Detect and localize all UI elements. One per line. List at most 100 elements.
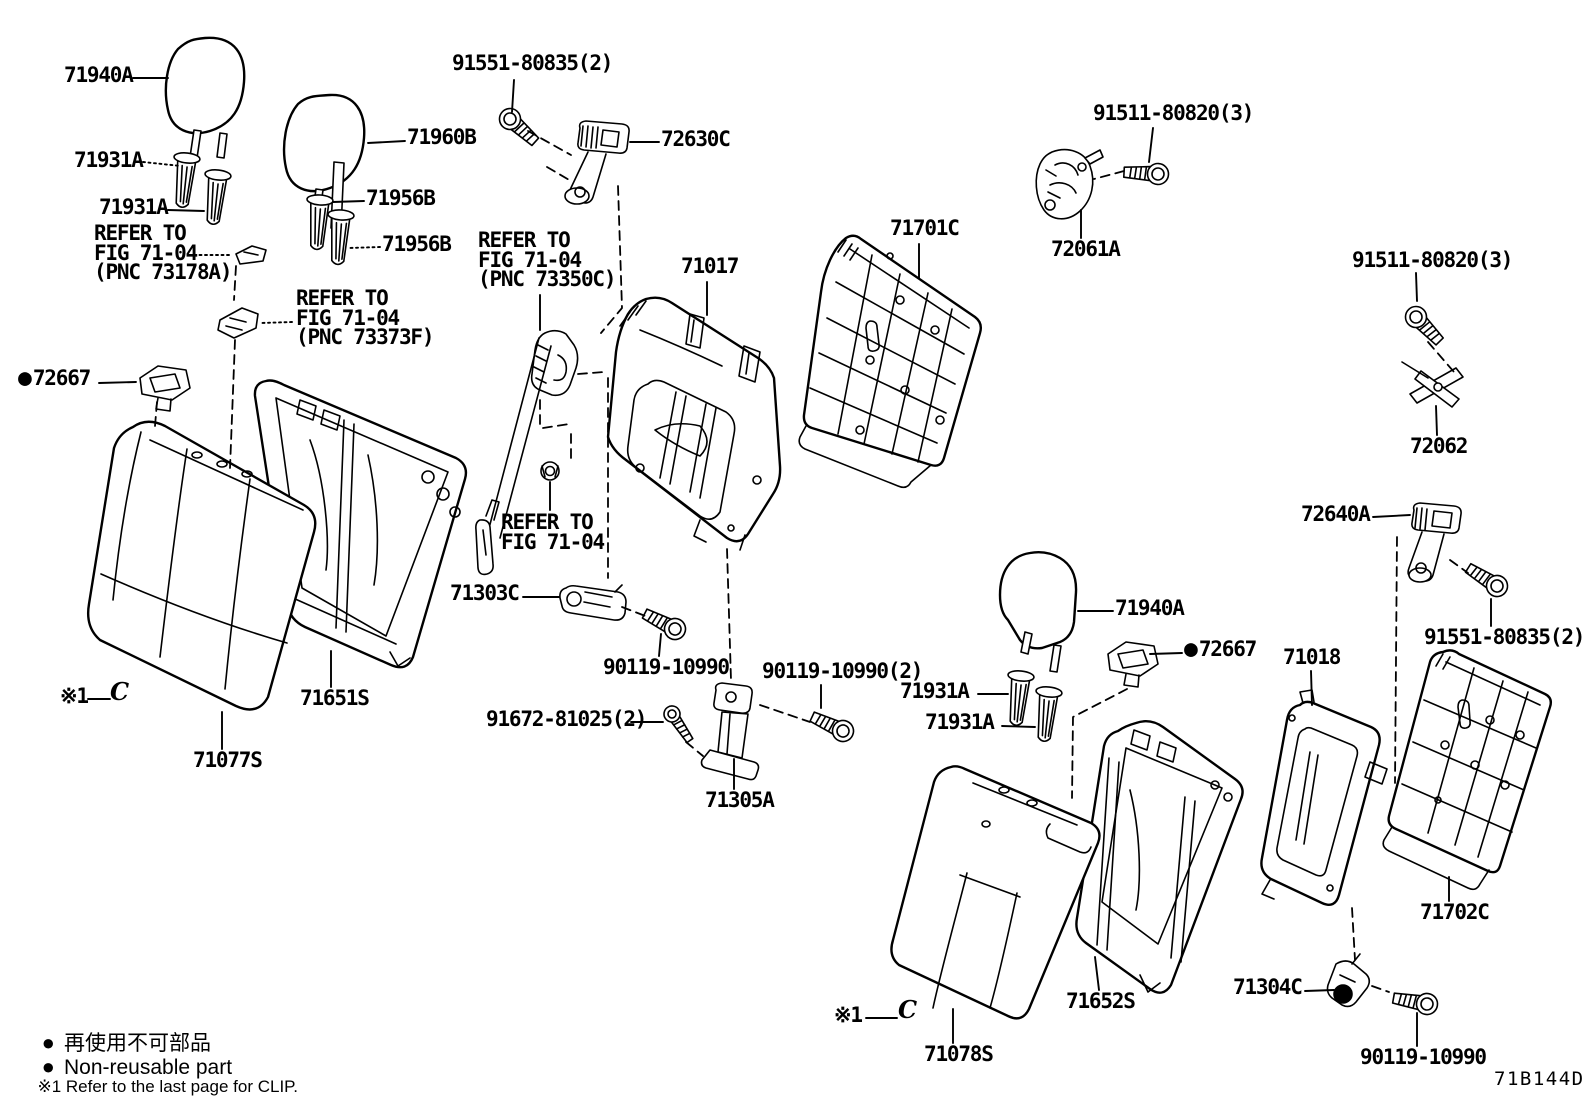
bracket-72061a (1035, 148, 1104, 220)
part-label-91551-80835-2: 91551-80835(2) (452, 51, 613, 75)
part-label-text: ※1 (834, 1003, 863, 1027)
clip-72667-left (139, 365, 191, 412)
part-label-71305a: 71305A (705, 788, 775, 812)
part-label-text: 71702C (1420, 900, 1490, 924)
part-label-refer-to: REFER TO FIG 71-04 (501, 510, 605, 554)
part-label-refer-to: REFER TO FIG 71-04 (PNC 73350C) (478, 228, 617, 291)
part-label-72640a: 72640A (1301, 502, 1371, 526)
leader-lines (87, 77, 1492, 1047)
part-label-71940a: 71940A (64, 63, 134, 87)
part-label-text: 71651S (300, 686, 370, 710)
non-reusable-dot-icon: ● (41, 1030, 55, 1055)
part-label-91511-80820-3: 91511-80820(3) (1352, 248, 1513, 272)
part-label-71931a: 71931A (99, 195, 169, 219)
part-label-text: ※1 (60, 684, 89, 708)
part-label-91551-80835-2: 91551-80835(2) (1424, 625, 1585, 649)
non-reusable-dot-icon: ● (18, 365, 32, 391)
part-label-text: REFER TO FIG 71-04 (PNC 73350C) (478, 228, 617, 291)
part-label-text: 71303C (450, 581, 520, 605)
part-label-text: 72630C (661, 127, 731, 151)
part-label-text: 71956B (382, 232, 452, 256)
part-label-text: 71931A (74, 148, 144, 172)
clip-pnc-73373f (217, 307, 259, 339)
legend-en-text: Non-reusable part (63, 1056, 233, 1079)
part-label-71940a: 71940A (1115, 596, 1185, 620)
part-label-text: REFER TO FIG 71-04 (PNC 73178A) (94, 221, 233, 284)
part-label-text: 71018 (1283, 645, 1341, 669)
part-label-90119-10990: 90119-10990 (603, 655, 730, 679)
part-label-72667: ●72667 (18, 366, 91, 390)
nut-refer-fig-71-04 (540, 461, 560, 481)
back-panel-71702c (1382, 649, 1553, 891)
clip-pnc-73178a (235, 245, 267, 265)
part-label-text: 71931A (900, 679, 970, 703)
part-label-text: 91511-80820(3) (1352, 248, 1513, 272)
bracket-71304c (1326, 953, 1371, 1008)
part-label-91511-80820-3: 91511-80820(3) (1093, 103, 1254, 124)
part-label-refer-to: REFER TO FIG 71-04 (PNC 73178A) (94, 221, 233, 284)
part-label-text: 71956B (366, 186, 436, 210)
part-label-text: 90119-10990 (603, 655, 730, 679)
part-label-text: 71305A (705, 788, 775, 812)
part-label-91672-81025-2: 91672-81025(2) (486, 707, 647, 731)
part-label-text: REFER TO FIG 71-04 (501, 510, 605, 554)
part-label-90119-10990-2: 90119-10990(2) (762, 659, 923, 683)
part-label-text: 90119-10990(2) (762, 659, 923, 683)
part-label-71017: 71017 (681, 256, 739, 277)
part-label-text: 71701C (890, 216, 960, 240)
part-label-72667: ●72667 (1184, 638, 1257, 661)
part-label-71018: 71018 (1283, 645, 1341, 669)
part-label-text: 71077S (193, 748, 263, 772)
part-label-71931a: 71931A (74, 148, 144, 172)
part-label-1: ※1 (60, 684, 89, 708)
clip-72062 (1401, 361, 1464, 408)
non-reusable-dot-icon: ● (1184, 636, 1198, 662)
part-label-text: 72640A (1301, 502, 1371, 526)
part-label-71960b: 71960B (407, 127, 477, 148)
part-label-text: 91551-80835(2) (452, 51, 613, 75)
drawing-id: 71B144D (1494, 1068, 1585, 1090)
part-label-text: 71652S (1066, 989, 1136, 1013)
seatback-frame-71652s (1075, 720, 1244, 994)
part-label-c: C (110, 680, 129, 704)
seatback-frame-71651s (253, 379, 468, 669)
part-label-71078s: 71078S (924, 1042, 994, 1066)
part-label-text: 71931A (925, 710, 995, 734)
part-label-72061a: 72061A (1051, 239, 1121, 260)
part-label-text: 71940A (64, 63, 134, 87)
seatback-frame-71018 (1260, 689, 1388, 906)
part-label-71652s: 71652S (1066, 989, 1136, 1013)
part-label-72062: 72062 (1410, 434, 1468, 458)
part-label-text: 90119-10990 (1360, 1045, 1487, 1069)
part-label-text: C (898, 995, 918, 1024)
legend-clip-note: ※1 Refer to the last page for CLIP. (28, 1057, 298, 1097)
legend-non-reusable-en: ● Non-reusable part (30, 1030, 232, 1080)
part-label-72630c: 72630C (661, 127, 731, 151)
headrest-71940a-right (998, 550, 1078, 673)
part-label-text: 71931A (99, 195, 169, 219)
bracket-71305a (700, 682, 760, 781)
part-label-71931a: 71931A (900, 679, 970, 703)
part-label-refer-to: REFER TO FIG 71-04 (PNC 73373F) (296, 286, 435, 349)
part-label-90119-10990: 90119-10990 (1360, 1045, 1487, 1069)
part-label-text: 72667 (32, 366, 91, 390)
assembly-dashed-lines (154, 130, 1469, 993)
part-label-c: C (898, 998, 917, 1022)
part-label-text: 91551-80835(2) (1424, 625, 1585, 649)
seatback-frame-71017 (606, 296, 782, 551)
seatback-cover-71077s (86, 420, 317, 711)
headrest-71940a-left (164, 36, 246, 159)
part-label-text: 72062 (1410, 434, 1468, 458)
dotted-leader-lines (142, 161, 381, 324)
seat-belt-assembly (475, 329, 579, 576)
part-label-71651s: 71651S (300, 686, 370, 710)
part-label-text: REFER TO FIG 71-04 (PNC 73373F) (296, 286, 435, 349)
part-label-text: 71078S (924, 1042, 994, 1066)
part-label-text: 91672-81025(2) (486, 707, 647, 731)
part-label-71956b: 71956B (366, 186, 436, 210)
part-label-71304c: 71304C (1233, 977, 1303, 998)
part-label-text: 71940A (1115, 596, 1185, 620)
clip-72667-right (1107, 641, 1159, 688)
